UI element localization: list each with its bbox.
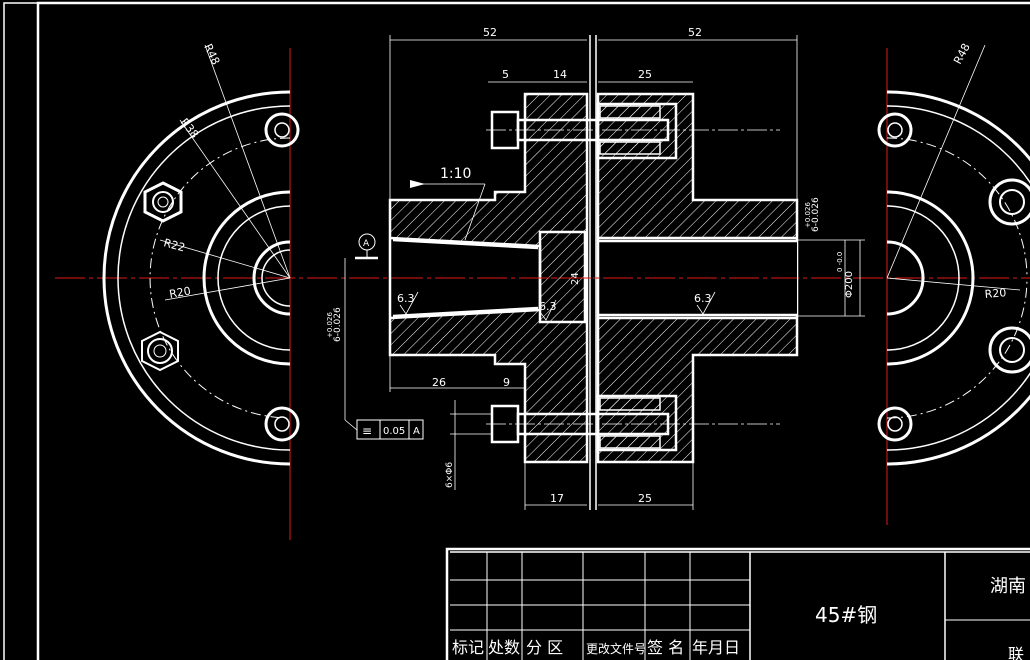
title-cell-4: 更改文件号: [586, 641, 646, 656]
dim-5: 5: [502, 68, 509, 81]
dim-key-right: 6-0.026: [811, 197, 821, 232]
roughness-label-3: 6.3: [694, 292, 712, 305]
dim-r22-left: R22: [162, 236, 186, 254]
dimension-lines: [344, 35, 865, 510]
taper-label: 1:10: [440, 166, 471, 182]
dim-52-left: 52: [483, 26, 497, 39]
roughness-label-1: 6.3: [397, 292, 415, 305]
dim-key-left-tol: +0.026: [326, 312, 334, 338]
dim-r48-right: R48: [951, 41, 973, 66]
roughness-label-2: 6.3: [539, 300, 557, 313]
title-cell-6: 年月日: [692, 638, 740, 657]
dim-17: 17: [550, 492, 564, 505]
roughness-symbol-3: [696, 291, 716, 315]
dim-key-left: 6-0.026: [333, 307, 343, 342]
dim-r20-right: R20: [984, 286, 1007, 301]
title-block: [445, 547, 1030, 660]
tolerance-frame: [344, 419, 424, 440]
tolerance-datum: A: [413, 426, 420, 437]
title-cell-1: 标记: [452, 638, 484, 657]
title-cell-5: 签 名: [647, 638, 684, 657]
dim-9: 9: [503, 376, 510, 389]
title-cell-2: 处数: [488, 638, 520, 657]
roughness-symbol-1: [399, 291, 419, 315]
dim-bore-24: 24: [570, 272, 581, 285]
left-end-view: [102, 44, 300, 466]
dim-key-right-tol: +0.026: [804, 202, 812, 228]
datum-label: A: [363, 239, 370, 249]
roughness-symbol-2: [539, 299, 557, 321]
title-cell-3: 分 区: [526, 638, 563, 657]
dim-25-top: 25: [638, 68, 652, 81]
tolerance-value: 0.05: [383, 426, 405, 437]
dim-hole-6x6: 6×Φ6: [445, 462, 455, 488]
tolerance-symbol: ≡: [362, 424, 372, 438]
dim-14: 14: [553, 68, 567, 81]
dim-52-right: 52: [688, 26, 702, 39]
dim-26: 26: [432, 376, 446, 389]
section-view: [388, 35, 799, 510]
drawing-frame: [3, 1, 1030, 660]
drawing-title: 联: [1008, 645, 1024, 660]
dim-dia-200: Φ200: [844, 271, 855, 298]
dim-dia-200-tol: 0 -0.0: [836, 252, 844, 272]
dim-25-bottom: 25: [638, 492, 652, 505]
right-end-view: [877, 44, 1030, 466]
company-label: 湖南: [990, 576, 1026, 597]
material-label: 45#钢: [815, 603, 877, 627]
dim-r20-left: R20: [168, 284, 192, 301]
dim-r48-left: R48: [201, 42, 222, 67]
